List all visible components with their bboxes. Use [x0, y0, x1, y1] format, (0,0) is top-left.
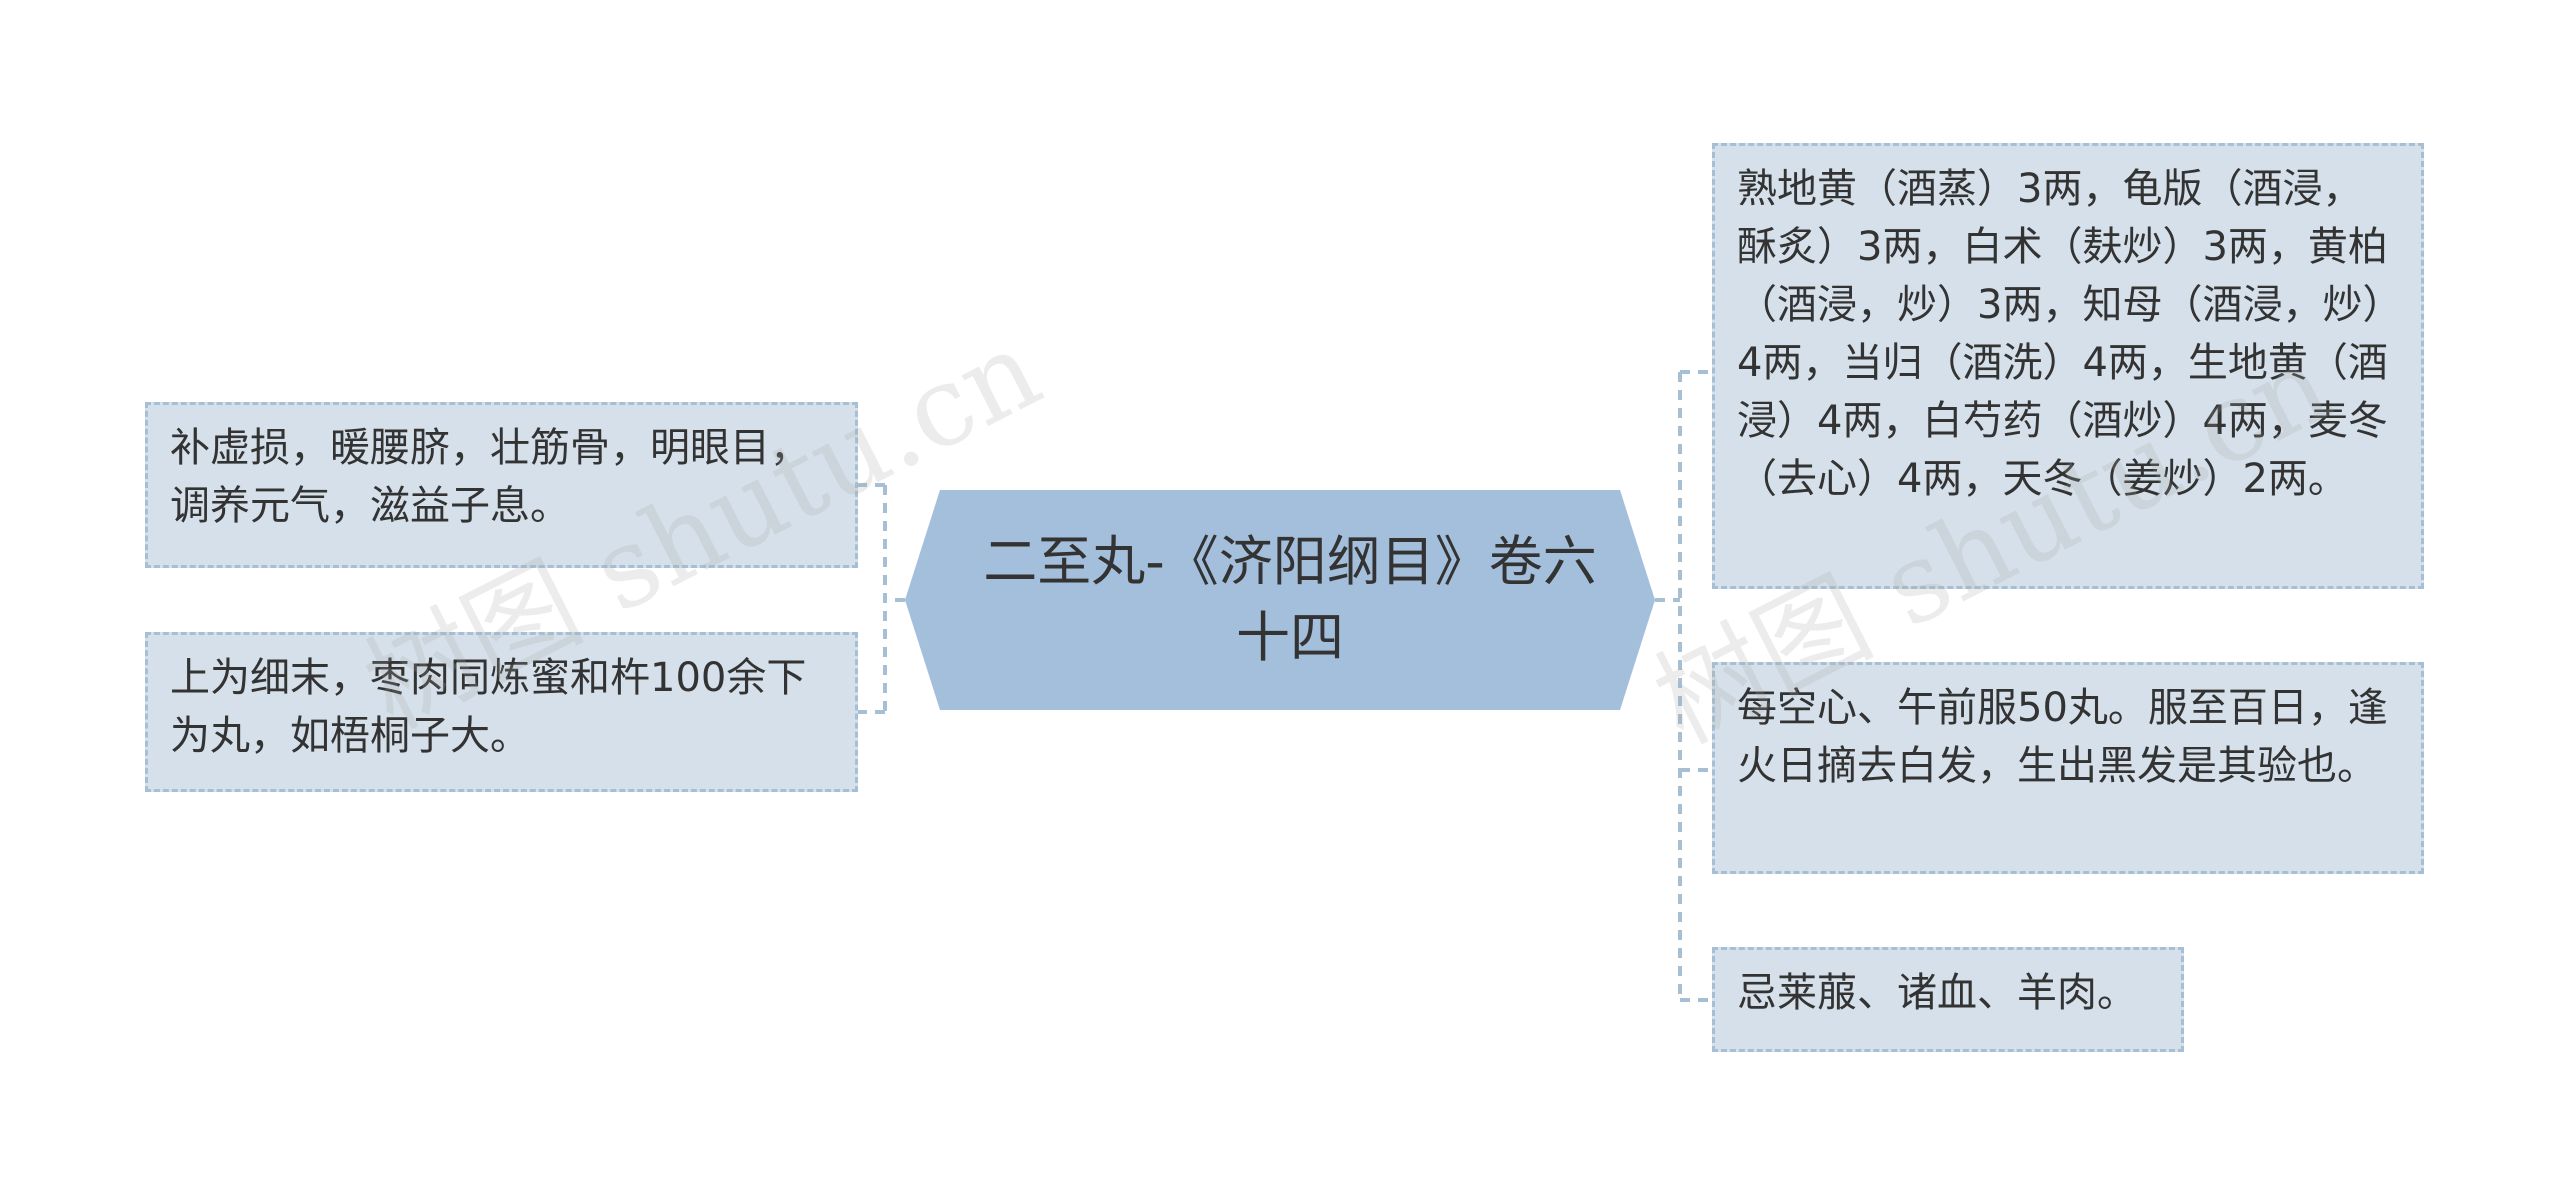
center-topic[interactable]: 二至丸-《济阳纲目》卷六十四 [983, 530, 1597, 669]
right-node-ingredients[interactable]: 熟地黄（酒蒸）3两，龟版（酒浸，酥炙）3两，白术（麸炒）3两，黄柏（酒浸，炒）3… [1712, 143, 2424, 589]
connector-left-trunk [858, 483, 905, 714]
connector-right-trunk [1655, 370, 1712, 1002]
right-node-dosage[interactable]: 每空心、午前服50丸。服至百日，逢火日摘去白发，生出黑发是其验也。 [1712, 662, 2424, 874]
left-node-effects[interactable]: 补虚损，暖腰脐，壮筋骨，明眼目，调养元气，滋益子息。 [145, 402, 858, 568]
left-node-preparation[interactable]: 上为细末，枣肉同炼蜜和杵100余下为丸，如梧桐子大。 [145, 632, 858, 792]
center-topic-shape [905, 490, 1655, 710]
right-node-contraindications[interactable]: 忌莱菔、诸血、羊肉。 [1712, 947, 2184, 1052]
